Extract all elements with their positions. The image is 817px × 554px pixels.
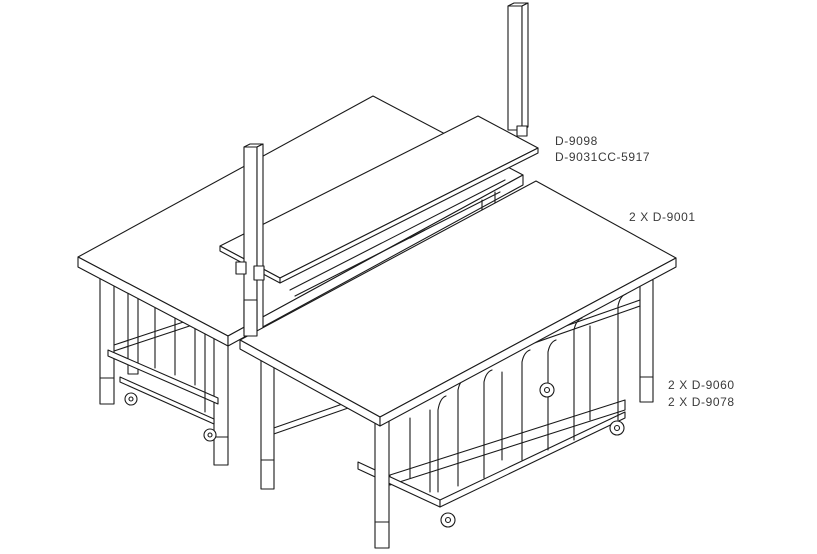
shelf-assembly: [219, 2, 539, 333]
part-label-caster: 2 X D-9060: [668, 378, 735, 392]
part-label-shelf: D-9098: [555, 134, 598, 148]
part-label-upright: D-9031CC-5917: [555, 150, 651, 164]
back-table-legs: [99, 271, 229, 466]
upright-post-left: [235, 143, 265, 333]
part-label-table: 2 X D-9001: [629, 210, 696, 224]
part-label-rack: 2 X D-9078: [668, 395, 735, 409]
front-table: [239, 180, 677, 549]
front-table-rack: [267, 293, 641, 508]
front-table-top: [239, 180, 677, 427]
upright-post-right: [507, 2, 529, 137]
back-table-lower-frame: [107, 299, 251, 425]
front-table-casters: [440, 382, 625, 528]
upright-post-left-lower: [243, 299, 258, 337]
back-table-rack: [154, 297, 206, 413]
front-table-back-legs: [639, 279, 654, 403]
back-table-casters: [124, 392, 217, 442]
